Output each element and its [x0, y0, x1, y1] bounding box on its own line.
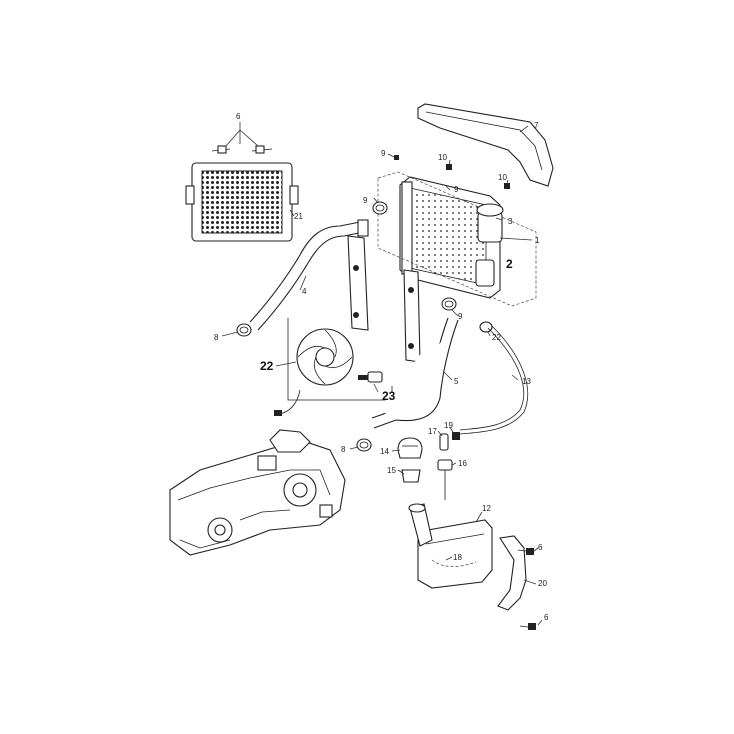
hose-clamp-upper — [372, 201, 388, 215]
mounting-bracket-left — [347, 235, 369, 331]
callout-19: 19 — [444, 421, 453, 430]
radiator-grille-guard — [185, 162, 299, 242]
reservoir-gasket — [401, 469, 421, 483]
radiator-screw-left — [446, 164, 452, 170]
upper-coolant-hose — [249, 219, 369, 331]
hose-clamp-left-upper — [236, 323, 252, 337]
callout-6-middle: 6 — [538, 543, 543, 552]
bracket-bolt-lower — [519, 623, 537, 630]
callout-15: 15 — [387, 466, 396, 475]
callout-20: 20 — [538, 579, 547, 588]
lower-coolant-hose — [371, 317, 459, 429]
callout-10-a: 10 — [438, 153, 447, 162]
callout-9-c: 9 — [363, 196, 368, 205]
bracket-bolt-upper — [517, 548, 535, 555]
callout-12: 12 — [482, 504, 491, 513]
hose-clamp-left-lower — [356, 438, 372, 452]
callout-9-b: 9 — [454, 185, 459, 194]
leader-lines — [221, 122, 543, 626]
callout-9-d: 9 — [458, 312, 463, 321]
callout-5: 5 — [454, 377, 459, 386]
reservoir-fitting — [437, 459, 453, 500]
callout-21: 21 — [294, 212, 303, 221]
callout-17: 17 — [428, 427, 437, 436]
coolant-reservoir — [408, 503, 493, 589]
callout-16: 16 — [458, 459, 467, 468]
callout-10-b: 10 — [498, 173, 507, 182]
callout-22-small: 22 — [492, 333, 501, 342]
radiator-small-bolt — [394, 155, 399, 160]
callout-2: 2 — [506, 257, 513, 271]
callout-6-top: 6 — [236, 112, 241, 121]
callout-7: 7 — [534, 121, 539, 130]
callout-8-lower: 8 — [341, 445, 346, 454]
radiator-core — [377, 171, 537, 307]
callout-6-bottom: 6 — [544, 613, 549, 622]
reservoir-bracket — [497, 535, 527, 611]
fan-fitting — [358, 371, 383, 383]
callout-3: 3 — [508, 217, 513, 226]
callout-18: 18 — [453, 553, 462, 562]
overflow-tube — [459, 325, 529, 435]
callout-4: 4 — [302, 287, 307, 296]
callout-14: 14 — [380, 447, 389, 456]
mounting-bracket-right — [403, 269, 421, 363]
reservoir-cap — [397, 437, 423, 459]
radiator-filler-neck — [475, 203, 504, 287]
engine-assembly — [169, 429, 346, 556]
bolt-pair-top — [211, 145, 273, 154]
radiator-screw-right — [504, 183, 510, 189]
callout-labels: 6 7 9 10 9 10 9 3 1 2 21 4 9 22 8 22 5 1… — [214, 112, 549, 622]
callout-9-a: 9 — [381, 149, 386, 158]
tube-connector-19 — [452, 432, 460, 440]
callout-13: 13 — [522, 377, 531, 386]
cooling-fan-assembly — [274, 318, 393, 416]
callout-1: 1 — [535, 236, 540, 245]
radiator-cover-plate — [417, 103, 554, 187]
callout-23: 23 — [382, 389, 396, 403]
callout-8-upper: 8 — [214, 333, 219, 342]
tube-connector-17 — [439, 433, 449, 451]
callout-22-fan: 22 — [260, 359, 274, 373]
hose-clamp-lower — [441, 297, 457, 311]
